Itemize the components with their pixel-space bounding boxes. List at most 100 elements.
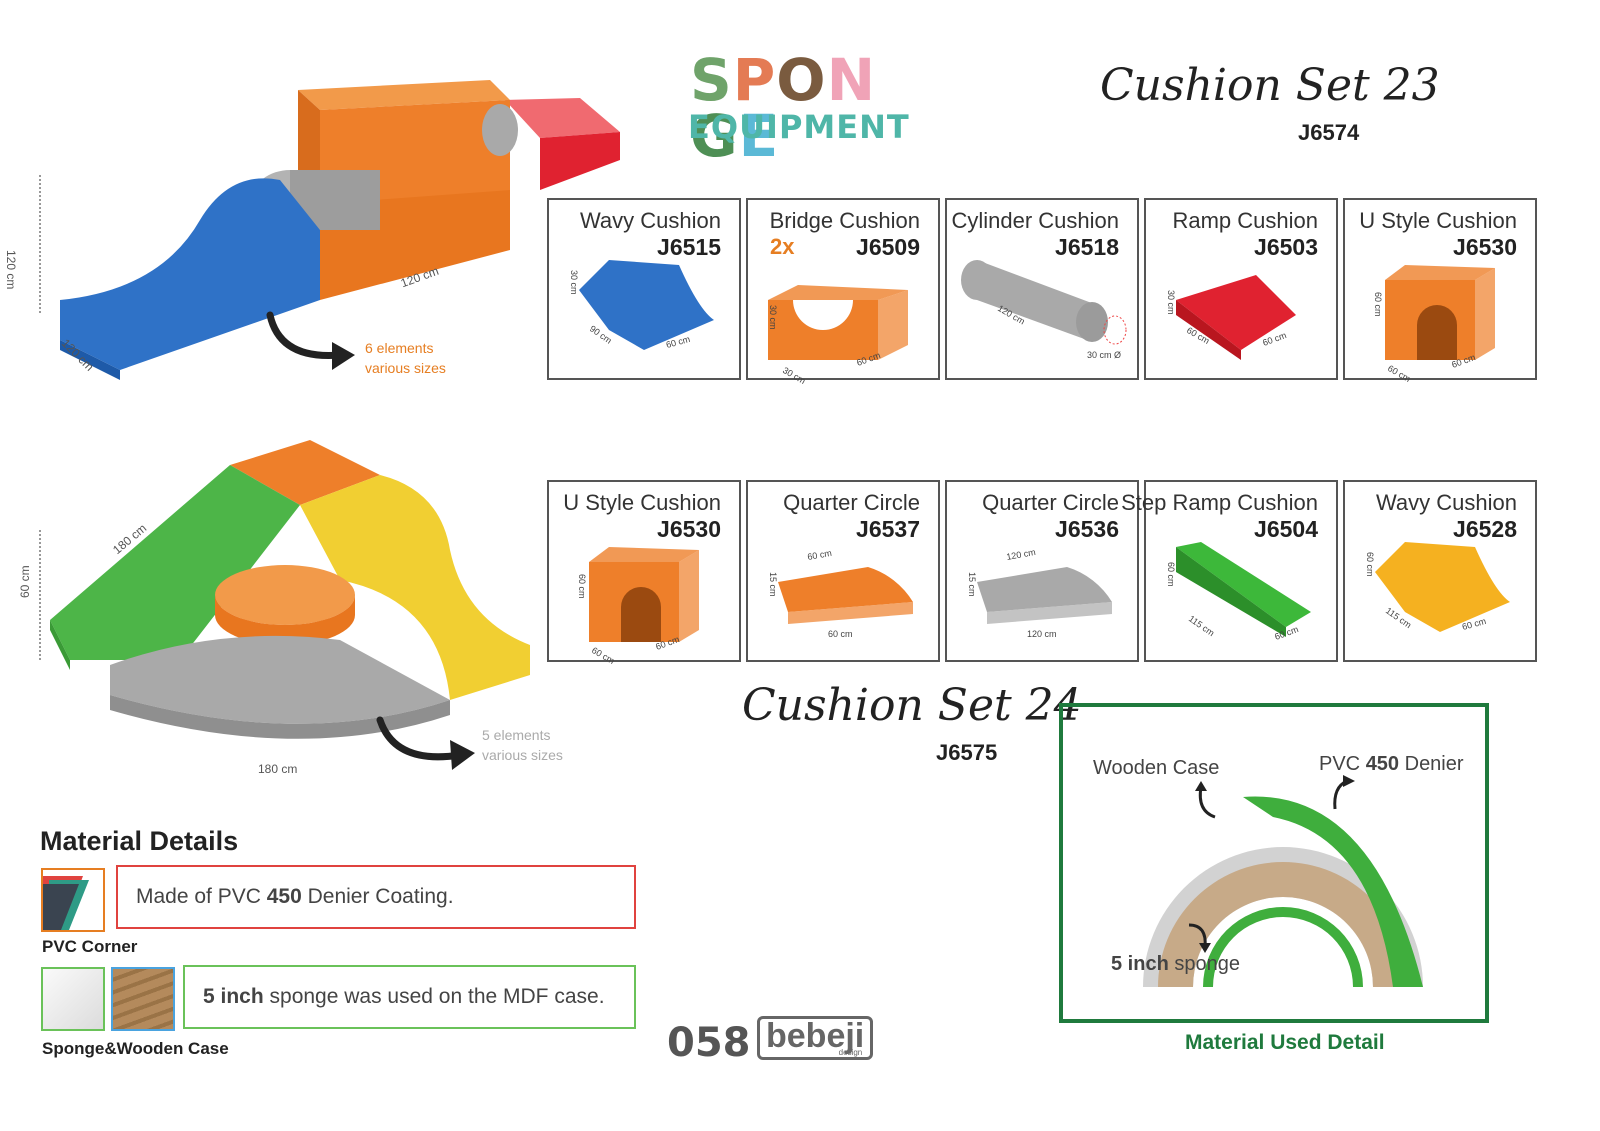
set24-arrow-icon (376, 716, 464, 761)
card-dim-label: 30 cm Ø (1087, 350, 1121, 360)
sponge-case-text: 5 inch sponge was used on the MDF case. (203, 985, 605, 1009)
product-qty: 2x (770, 234, 795, 259)
product-name: Ramp Cushion (1172, 208, 1318, 233)
card-dim-label: 15 cm (967, 572, 977, 597)
brand-letter: N (826, 46, 877, 114)
sponge-label-bold: 5 inch (1111, 953, 1169, 975)
set24-base-label: 180 cm (258, 762, 298, 776)
card-dim-label: 60 cm (590, 645, 616, 666)
set24-code: J6575 (936, 740, 998, 765)
material-detail-box: Wooden Case PVC 450 Denier 5 inch sponge (1059, 703, 1489, 1023)
brand-letter: P (732, 46, 777, 114)
product-code: J6528 (1453, 516, 1517, 542)
card-dim-label: 30 cm (569, 270, 579, 295)
curved-arrow-icon (1195, 781, 1216, 819)
brand-logo-sponge: SPON GE (690, 46, 910, 170)
card-dim-label: 15 cm (768, 572, 778, 597)
set23-arrow-icon (266, 311, 344, 359)
card-product-shape: 15 cm 120 cm 120 cm (967, 547, 1112, 639)
bebeji-logo: bebeji design (757, 1016, 874, 1060)
card-dim-label: 60 cm (1386, 363, 1412, 384)
bebeji-logo-sub: design (838, 1048, 863, 1057)
set23-note-line2: various sizes (365, 360, 446, 376)
set23-code: J6574 (1298, 120, 1360, 145)
card-dim-label: 60 cm (1365, 552, 1375, 577)
card-dim-label: 120 cm (1027, 629, 1057, 639)
bebeji-logo-text: bebeji (766, 1017, 865, 1055)
set24-note-line2: various sizes (482, 747, 563, 763)
pvc-denier-label: PVC 450 Denier (1319, 753, 1464, 776)
card-dim-label: 60 cm (828, 629, 853, 639)
pvc-corner-swatch (41, 868, 105, 932)
product-name: Step Ramp Cushion (1121, 490, 1318, 515)
pvc-denier-post: Denier (1399, 753, 1464, 775)
sponge-label-post: sponge (1168, 953, 1240, 975)
set23-title: Cushion Set 23 (1100, 60, 1440, 111)
pvc-coating-box: Made of PVC 450 Denier Coating. (116, 865, 636, 929)
product-name: Wavy Cushion (579, 208, 721, 233)
product-code: J6537 (856, 516, 920, 542)
card-dim-label: 60 cm (1166, 562, 1176, 587)
pvc-layers-icon (43, 870, 103, 930)
product-name: U Style Cushion (563, 490, 721, 515)
set23-height-label: 120 cm (4, 250, 18, 290)
product-code: J6515 (657, 234, 721, 260)
curved-arrow-icon (1188, 923, 1211, 953)
brand-letter: G (690, 102, 739, 170)
brand-letter: O (776, 46, 827, 114)
set24-title: Cushion Set 24 (742, 680, 1082, 731)
pvc-coating-text: Made of PVC 450 Denier Coating. (136, 885, 454, 909)
card-dim-label: 60 cm (807, 548, 833, 562)
product-code: J6530 (1453, 234, 1517, 260)
set24-illustration (39, 440, 530, 770)
card-dim-label: 120 cm (1006, 547, 1037, 562)
sponge-wooden-label: Sponge&Wooden Case (42, 1039, 229, 1058)
sponge-label: 5 inch sponge (1111, 953, 1240, 976)
card-dim-label: 30 cm (1166, 290, 1176, 315)
curved-arrow-icon (1333, 775, 1355, 810)
arch-illustration (1143, 796, 1423, 987)
material-detail-caption: Material Used Detail (1185, 1031, 1385, 1054)
brand-logo-equipment: EQUIPMENT (688, 108, 910, 146)
sponge-case-post: sponge was used on the MDF case. (263, 985, 605, 1008)
product-name: U Style Cushion (1359, 208, 1517, 233)
wooden-case-swatch (111, 967, 175, 1031)
card-dim-label: 30 cm (781, 365, 807, 386)
product-code: J6503 (1254, 234, 1318, 260)
set23-note: 6 elements various sizes (365, 338, 446, 378)
card-dim-label: 60 cm (1373, 292, 1383, 317)
product-name: Cylinder Cushion (951, 208, 1119, 233)
product-code: J6518 (1055, 234, 1119, 260)
product-name: Quarter Circle (982, 490, 1119, 515)
wooden-case-label: Wooden Case (1093, 757, 1220, 779)
set23-illustration (39, 80, 620, 380)
card-dim-label: 30 cm (768, 305, 778, 330)
pvc-denier-bold: 450 (1365, 753, 1400, 775)
brand-letter: E (738, 102, 780, 170)
brand-letter: S (690, 46, 733, 114)
set24-note: 5 elements various sizes (482, 725, 563, 765)
pvc-coating-bold: 450 (266, 885, 302, 908)
material-details-title: Material Details (40, 826, 239, 856)
pvc-coating-pre: Made of PVC (136, 885, 267, 908)
product-code: J6530 (657, 516, 721, 542)
product-code: J6509 (856, 234, 920, 260)
pvc-denier-pre: PVC (1319, 753, 1366, 775)
product-code: J6504 (1254, 516, 1318, 542)
